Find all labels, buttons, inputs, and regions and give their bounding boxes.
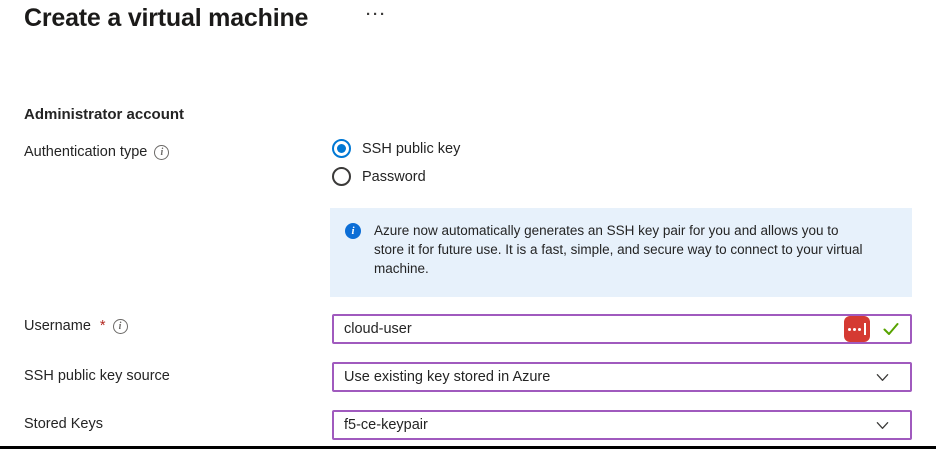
section-heading-administrator-account: Administrator account <box>24 106 185 123</box>
radio-password-label: Password <box>362 168 426 185</box>
ssh-source-label-text: SSH public key source <box>24 368 170 384</box>
more-options-ellipsis-icon[interactable]: ··· <box>366 6 387 23</box>
ssh-source-selected-value: Use existing key stored in Azure <box>344 369 551 385</box>
ssh-info-banner: i Azure now automatically generates an S… <box>330 208 912 297</box>
info-tooltip-icon[interactable]: i <box>112 318 128 334</box>
radio-selected-icon[interactable] <box>332 139 351 158</box>
validation-checkmark-icon <box>883 323 899 335</box>
authentication-type-radio-group: SSH public key Password <box>332 139 460 186</box>
stored-keys-label-text: Stored Keys <box>24 416 103 432</box>
radio-ssh-public-key[interactable]: SSH public key <box>332 139 460 158</box>
ssh-source-dropdown[interactable]: Use existing key stored in Azure <box>332 362 912 392</box>
page-title: Create a virtual machine <box>24 4 309 32</box>
footer-divider <box>0 446 936 449</box>
username-label: Username * i <box>24 318 128 334</box>
ssh-source-label: SSH public key source <box>24 368 170 384</box>
required-asterisk: * <box>99 318 106 334</box>
authentication-type-label: Authentication type i <box>24 144 170 160</box>
info-banner-text: Azure now automatically generates an SSH… <box>374 223 863 276</box>
stored-keys-selected-value: f5-ce-keypair <box>344 417 428 433</box>
radio-password[interactable]: Password <box>332 167 460 186</box>
chevron-down-icon <box>876 421 889 429</box>
radio-ssh-public-key-label: SSH public key <box>362 140 461 157</box>
radio-unselected-icon[interactable] <box>332 167 351 186</box>
password-manager-extension-icon[interactable] <box>844 316 870 342</box>
info-filled-icon: i <box>345 223 361 239</box>
stored-keys-dropdown[interactable]: f5-ce-keypair <box>332 410 912 440</box>
chevron-down-icon <box>876 373 889 381</box>
username-field-container <box>332 314 912 344</box>
username-input[interactable] <box>334 316 844 342</box>
username-label-text: Username <box>24 318 91 334</box>
info-tooltip-icon[interactable]: i <box>154 144 170 160</box>
stored-keys-label: Stored Keys <box>24 416 103 432</box>
authentication-type-label-text: Authentication type <box>24 144 148 160</box>
